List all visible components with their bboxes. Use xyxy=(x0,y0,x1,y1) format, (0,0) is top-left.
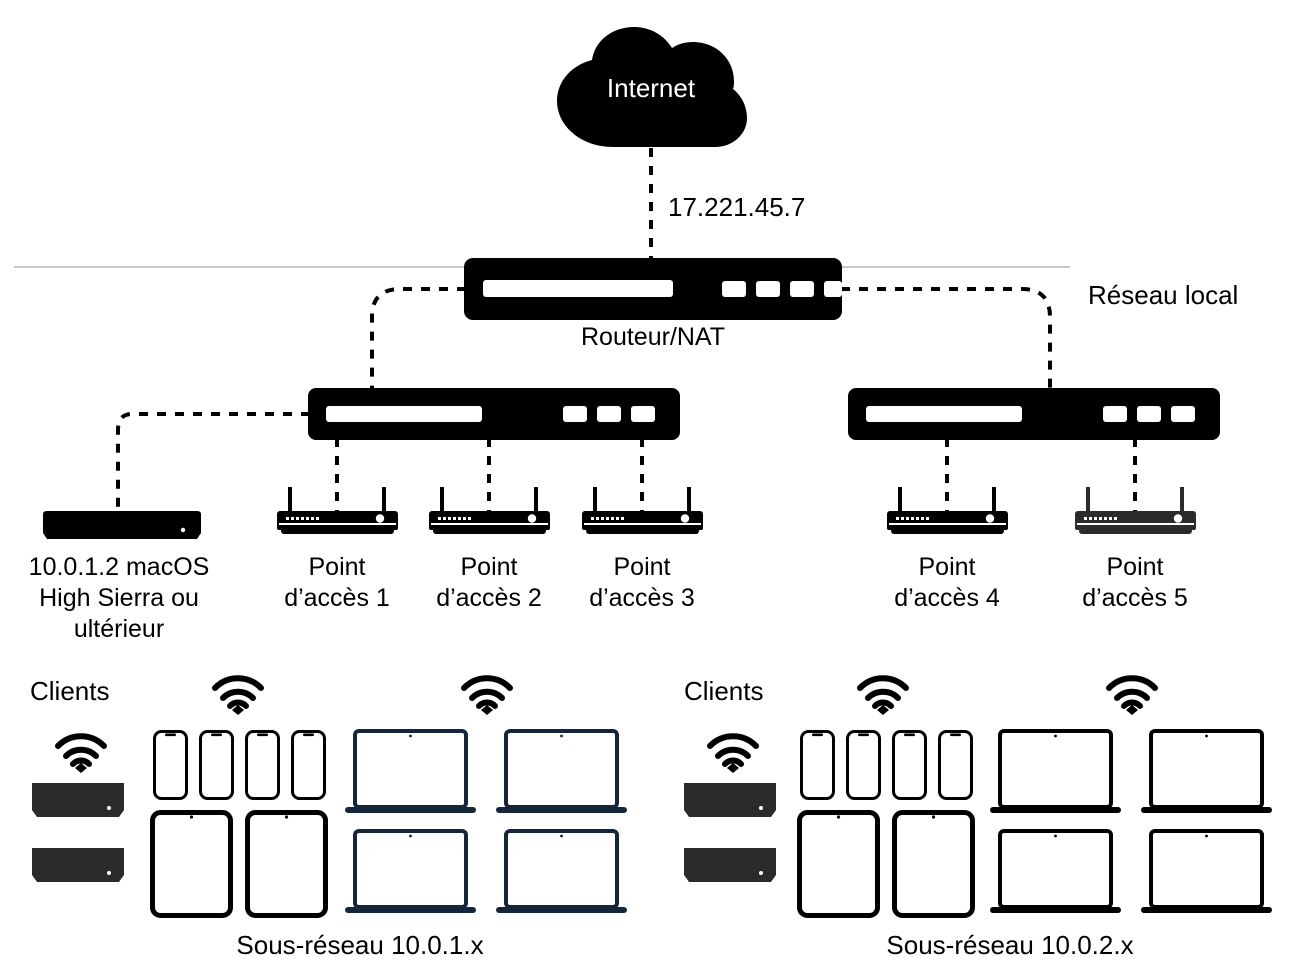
phone-icon xyxy=(245,730,280,800)
mac-mini-icon xyxy=(43,511,201,539)
client-tablet-right-1 xyxy=(797,810,880,918)
mac-mini-icon xyxy=(32,848,124,882)
client-tablet-right-2 xyxy=(892,810,975,918)
client-phone-right-3 xyxy=(892,730,927,800)
client-laptop-right-4 xyxy=(1141,829,1272,916)
client-laptop-left-4 xyxy=(496,829,627,916)
wire-router-to-switch-left xyxy=(370,287,466,390)
internet-label: Internet xyxy=(606,73,696,103)
wifi-indicator-right-mobile xyxy=(857,675,909,715)
lan-boundary-label: Réseau local xyxy=(1088,280,1239,310)
mac-mini-server xyxy=(40,511,204,541)
phone-icon xyxy=(800,730,835,800)
laptop-icon xyxy=(496,829,627,913)
tablet-icon xyxy=(245,810,328,918)
laptop-icon xyxy=(1141,829,1272,913)
client-laptop-right-3 xyxy=(990,829,1121,916)
phone-icon xyxy=(153,730,188,800)
cloud-icon xyxy=(557,27,747,147)
client-phone-left-3 xyxy=(245,730,280,800)
access-point-4-label: Point d’accès 4 xyxy=(894,553,1000,612)
phone-icon xyxy=(199,730,234,800)
access-point-3 xyxy=(582,487,703,534)
switch-right-device xyxy=(848,388,1220,440)
subnet-right-label: Sous-réseau 10.0.2.x xyxy=(886,930,1134,960)
client-laptop-left-3 xyxy=(345,829,476,916)
router-label: Routeur/NAT xyxy=(580,323,726,351)
client-mac-mini-right-1 xyxy=(684,783,776,819)
client-phone-right-2 xyxy=(846,730,881,800)
access-point-icon xyxy=(1075,487,1196,534)
router-device xyxy=(464,258,842,320)
subnet-left-label: Sous-réseau 10.0.1.x xyxy=(236,930,484,960)
switch-icon xyxy=(848,388,1220,440)
laptop-icon xyxy=(345,729,476,813)
clients-left-label: Clients xyxy=(30,676,110,706)
tablet-icon xyxy=(797,810,880,918)
wifi-indicator-left-minis xyxy=(55,733,107,773)
client-phone-right-1 xyxy=(800,730,835,800)
access-point-3-label: Point d’accès 3 xyxy=(589,553,695,612)
access-point-1-label: Point d’accès 1 xyxy=(284,553,390,612)
internet-cloud: Internet xyxy=(551,25,751,150)
mac-mini-icon xyxy=(684,783,776,817)
laptop-icon xyxy=(496,729,627,813)
mac-mini-icon xyxy=(684,848,776,882)
laptop-icon xyxy=(990,829,1121,913)
client-laptop-right-2 xyxy=(1141,729,1272,816)
client-laptop-left-1 xyxy=(345,729,476,816)
laptop-icon xyxy=(990,729,1121,813)
access-point-icon xyxy=(429,487,550,534)
wire-router-to-switch-right xyxy=(841,287,1052,390)
wifi-icon xyxy=(707,733,759,773)
laptop-icon xyxy=(345,829,476,913)
client-mac-mini-right-2 xyxy=(684,848,776,884)
mac-mini-icon xyxy=(32,783,124,817)
wifi-icon xyxy=(857,675,909,715)
client-laptop-right-1 xyxy=(990,729,1121,816)
switch-icon xyxy=(308,388,680,440)
wifi-indicator-left-laptops xyxy=(461,675,513,715)
access-point-2 xyxy=(429,487,550,534)
mac-mini-label: 10.0.1.2 macOS High Sierra ou ultérieur xyxy=(28,553,210,643)
access-point-1 xyxy=(277,487,398,534)
phone-icon xyxy=(892,730,927,800)
laptop-icon xyxy=(1141,729,1272,813)
wifi-indicator-right-laptops xyxy=(1106,675,1158,715)
wifi-icon xyxy=(55,733,107,773)
client-mac-mini-left-2 xyxy=(32,848,124,884)
wifi-indicator-right-minis xyxy=(707,733,759,773)
tablet-icon xyxy=(150,810,233,918)
client-phone-right-4 xyxy=(938,730,973,800)
switch-left-device xyxy=(308,388,680,440)
access-point-icon xyxy=(887,487,1008,534)
wan-ip-label: 17.221.45.7 xyxy=(668,192,806,222)
client-tablet-left-2 xyxy=(245,810,328,918)
client-laptop-left-2 xyxy=(496,729,627,816)
wifi-indicator-left-mobile xyxy=(212,675,264,715)
access-point-icon xyxy=(582,487,703,534)
phone-icon xyxy=(846,730,881,800)
access-point-4 xyxy=(887,487,1008,534)
client-phone-left-4 xyxy=(291,730,326,800)
client-phone-left-2 xyxy=(199,730,234,800)
access-point-2-label: Point d’accès 2 xyxy=(436,553,542,612)
wifi-icon xyxy=(212,675,264,715)
access-point-5-label: Point d’accès 5 xyxy=(1082,553,1188,612)
client-mac-mini-left-1 xyxy=(32,783,124,819)
access-point-icon xyxy=(277,487,398,534)
wifi-icon xyxy=(1106,675,1158,715)
access-point-5 xyxy=(1075,487,1196,534)
wifi-icon xyxy=(461,675,513,715)
phone-icon xyxy=(938,730,973,800)
client-tablet-left-1 xyxy=(150,810,233,918)
phone-icon xyxy=(291,730,326,800)
client-phone-left-1 xyxy=(153,730,188,800)
clients-right-label: Clients xyxy=(684,676,764,706)
tablet-icon xyxy=(892,810,975,918)
router-icon xyxy=(464,258,842,320)
